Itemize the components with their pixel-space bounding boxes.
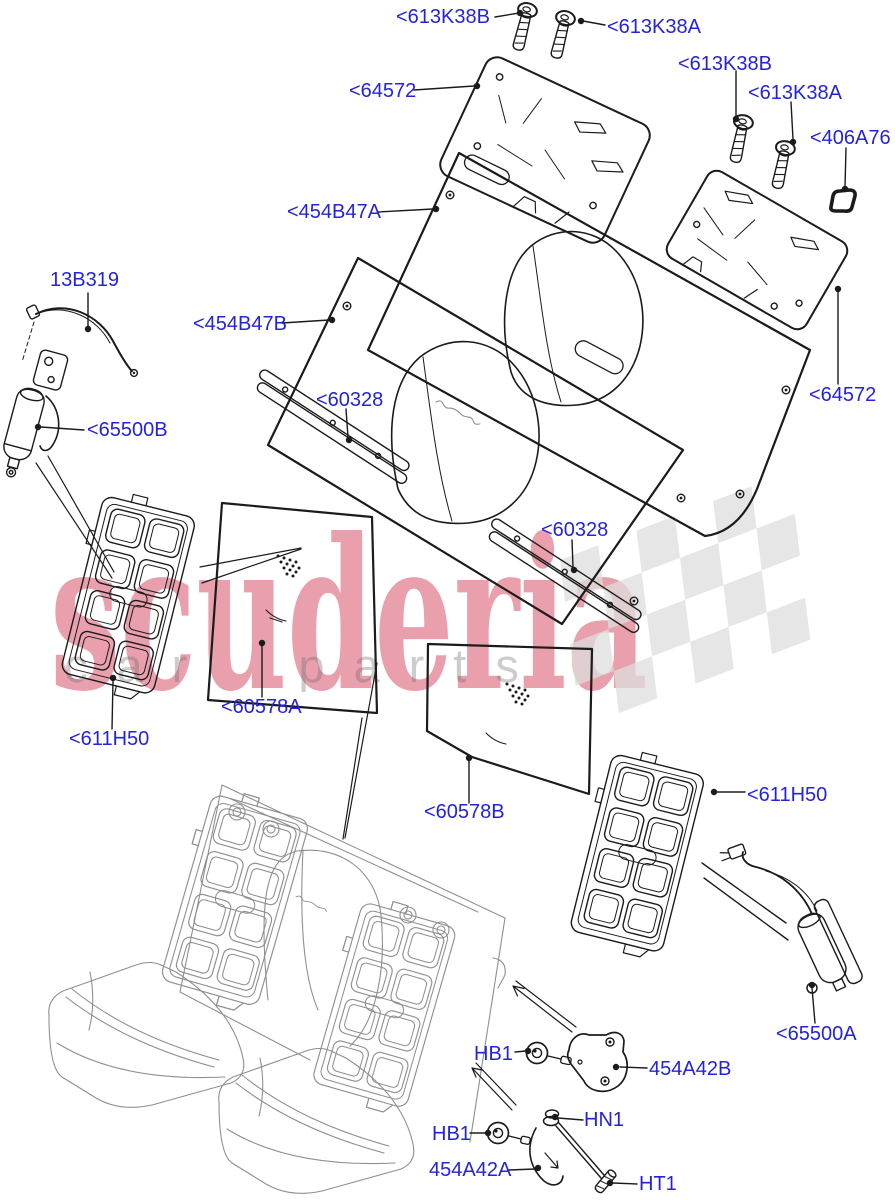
latch-frame-611H50-left xyxy=(51,485,200,705)
part-label-64572-right[interactable]: <64572 xyxy=(809,384,877,406)
part-label-454B47B[interactable]: <454B47B xyxy=(193,313,287,335)
part-label-HB1-upper[interactable]: HB1 xyxy=(474,1043,513,1065)
leader-lines xyxy=(34,9,849,1187)
watermark-tagline: car parts xyxy=(64,639,548,692)
part-label-HB1-lower[interactable]: HB1 xyxy=(432,1123,471,1145)
exploded-parts xyxy=(0,0,863,1194)
seal-406A76 xyxy=(829,188,857,213)
seat-back-cover-454B47A xyxy=(366,151,812,538)
part-label-60578A[interactable]: <60578A xyxy=(221,696,302,718)
part-label-65500A[interactable]: <65500A xyxy=(776,1023,857,1045)
leader-dots xyxy=(34,9,849,1187)
part-label-611H50-right[interactable]: <611H50 xyxy=(747,784,828,806)
latch-frame-611H50-right xyxy=(560,743,709,963)
part-label-HT1[interactable]: HT1 xyxy=(639,1173,677,1195)
screw-613K38B-top xyxy=(507,0,540,54)
explode-arrows xyxy=(35,455,577,1111)
part-label-454B47A[interactable]: <454B47A xyxy=(287,201,381,223)
part-label-65500B[interactable]: <65500B xyxy=(87,419,168,441)
part-label-454A42A[interactable]: 454A42A xyxy=(429,1159,512,1181)
fastener-HB1-lower xyxy=(486,1121,531,1145)
bracket-454A42B xyxy=(566,1031,628,1093)
screw-613K38A-right xyxy=(766,138,798,192)
assembled-seat xyxy=(48,783,506,1194)
headrest-panel-left-64572 xyxy=(439,56,651,244)
speaker-panel-60578B xyxy=(425,642,594,796)
seat-cushion-left xyxy=(48,961,245,1108)
actuator-65500A xyxy=(701,843,863,994)
link-454A42A xyxy=(529,1109,605,1186)
seat-cushion-right xyxy=(218,1047,415,1194)
part-label-HN1[interactable]: HN1 xyxy=(584,1109,625,1131)
headrest-panel-right-64572 xyxy=(665,169,849,331)
part-label-64572-left[interactable]: <64572 xyxy=(349,80,417,102)
seat-back-cover-454B47B xyxy=(266,256,685,626)
part-label-13B319[interactable]: 13B319 xyxy=(50,269,119,291)
part-label-611H50-left[interactable]: <611H50 xyxy=(69,728,150,750)
part-label-454A42B[interactable]: 454A42B xyxy=(649,1058,732,1080)
part-label-613K38B-right[interactable]: <613K38B xyxy=(678,53,772,75)
stud-HT1 xyxy=(594,1169,617,1194)
screw-613K38A-top xyxy=(545,8,578,62)
part-label-60578B[interactable]: <60578B xyxy=(424,801,505,823)
checkered-flag-watermark xyxy=(560,486,811,714)
actuator-65500B xyxy=(0,349,69,481)
part-label-613K38B-top[interactable]: <613K38B xyxy=(396,6,490,28)
screw-613K38B-right xyxy=(724,112,756,166)
part-label-60328-upper[interactable]: <60328 xyxy=(316,389,384,411)
fastener-HB1-upper xyxy=(525,1041,583,1066)
part-label-613K38A-top[interactable]: <613K38A xyxy=(607,16,701,38)
part-label-60328-lower[interactable]: <60328 xyxy=(541,519,609,541)
speaker-panel-60578A xyxy=(206,501,379,715)
autobiography-script xyxy=(435,400,481,425)
autobiography-script xyxy=(295,895,327,912)
part-label-613K38A-right[interactable]: <613K38A xyxy=(748,82,842,104)
part-label-406A76[interactable]: <406A76 xyxy=(810,127,891,149)
hose-13B319 xyxy=(21,304,139,378)
